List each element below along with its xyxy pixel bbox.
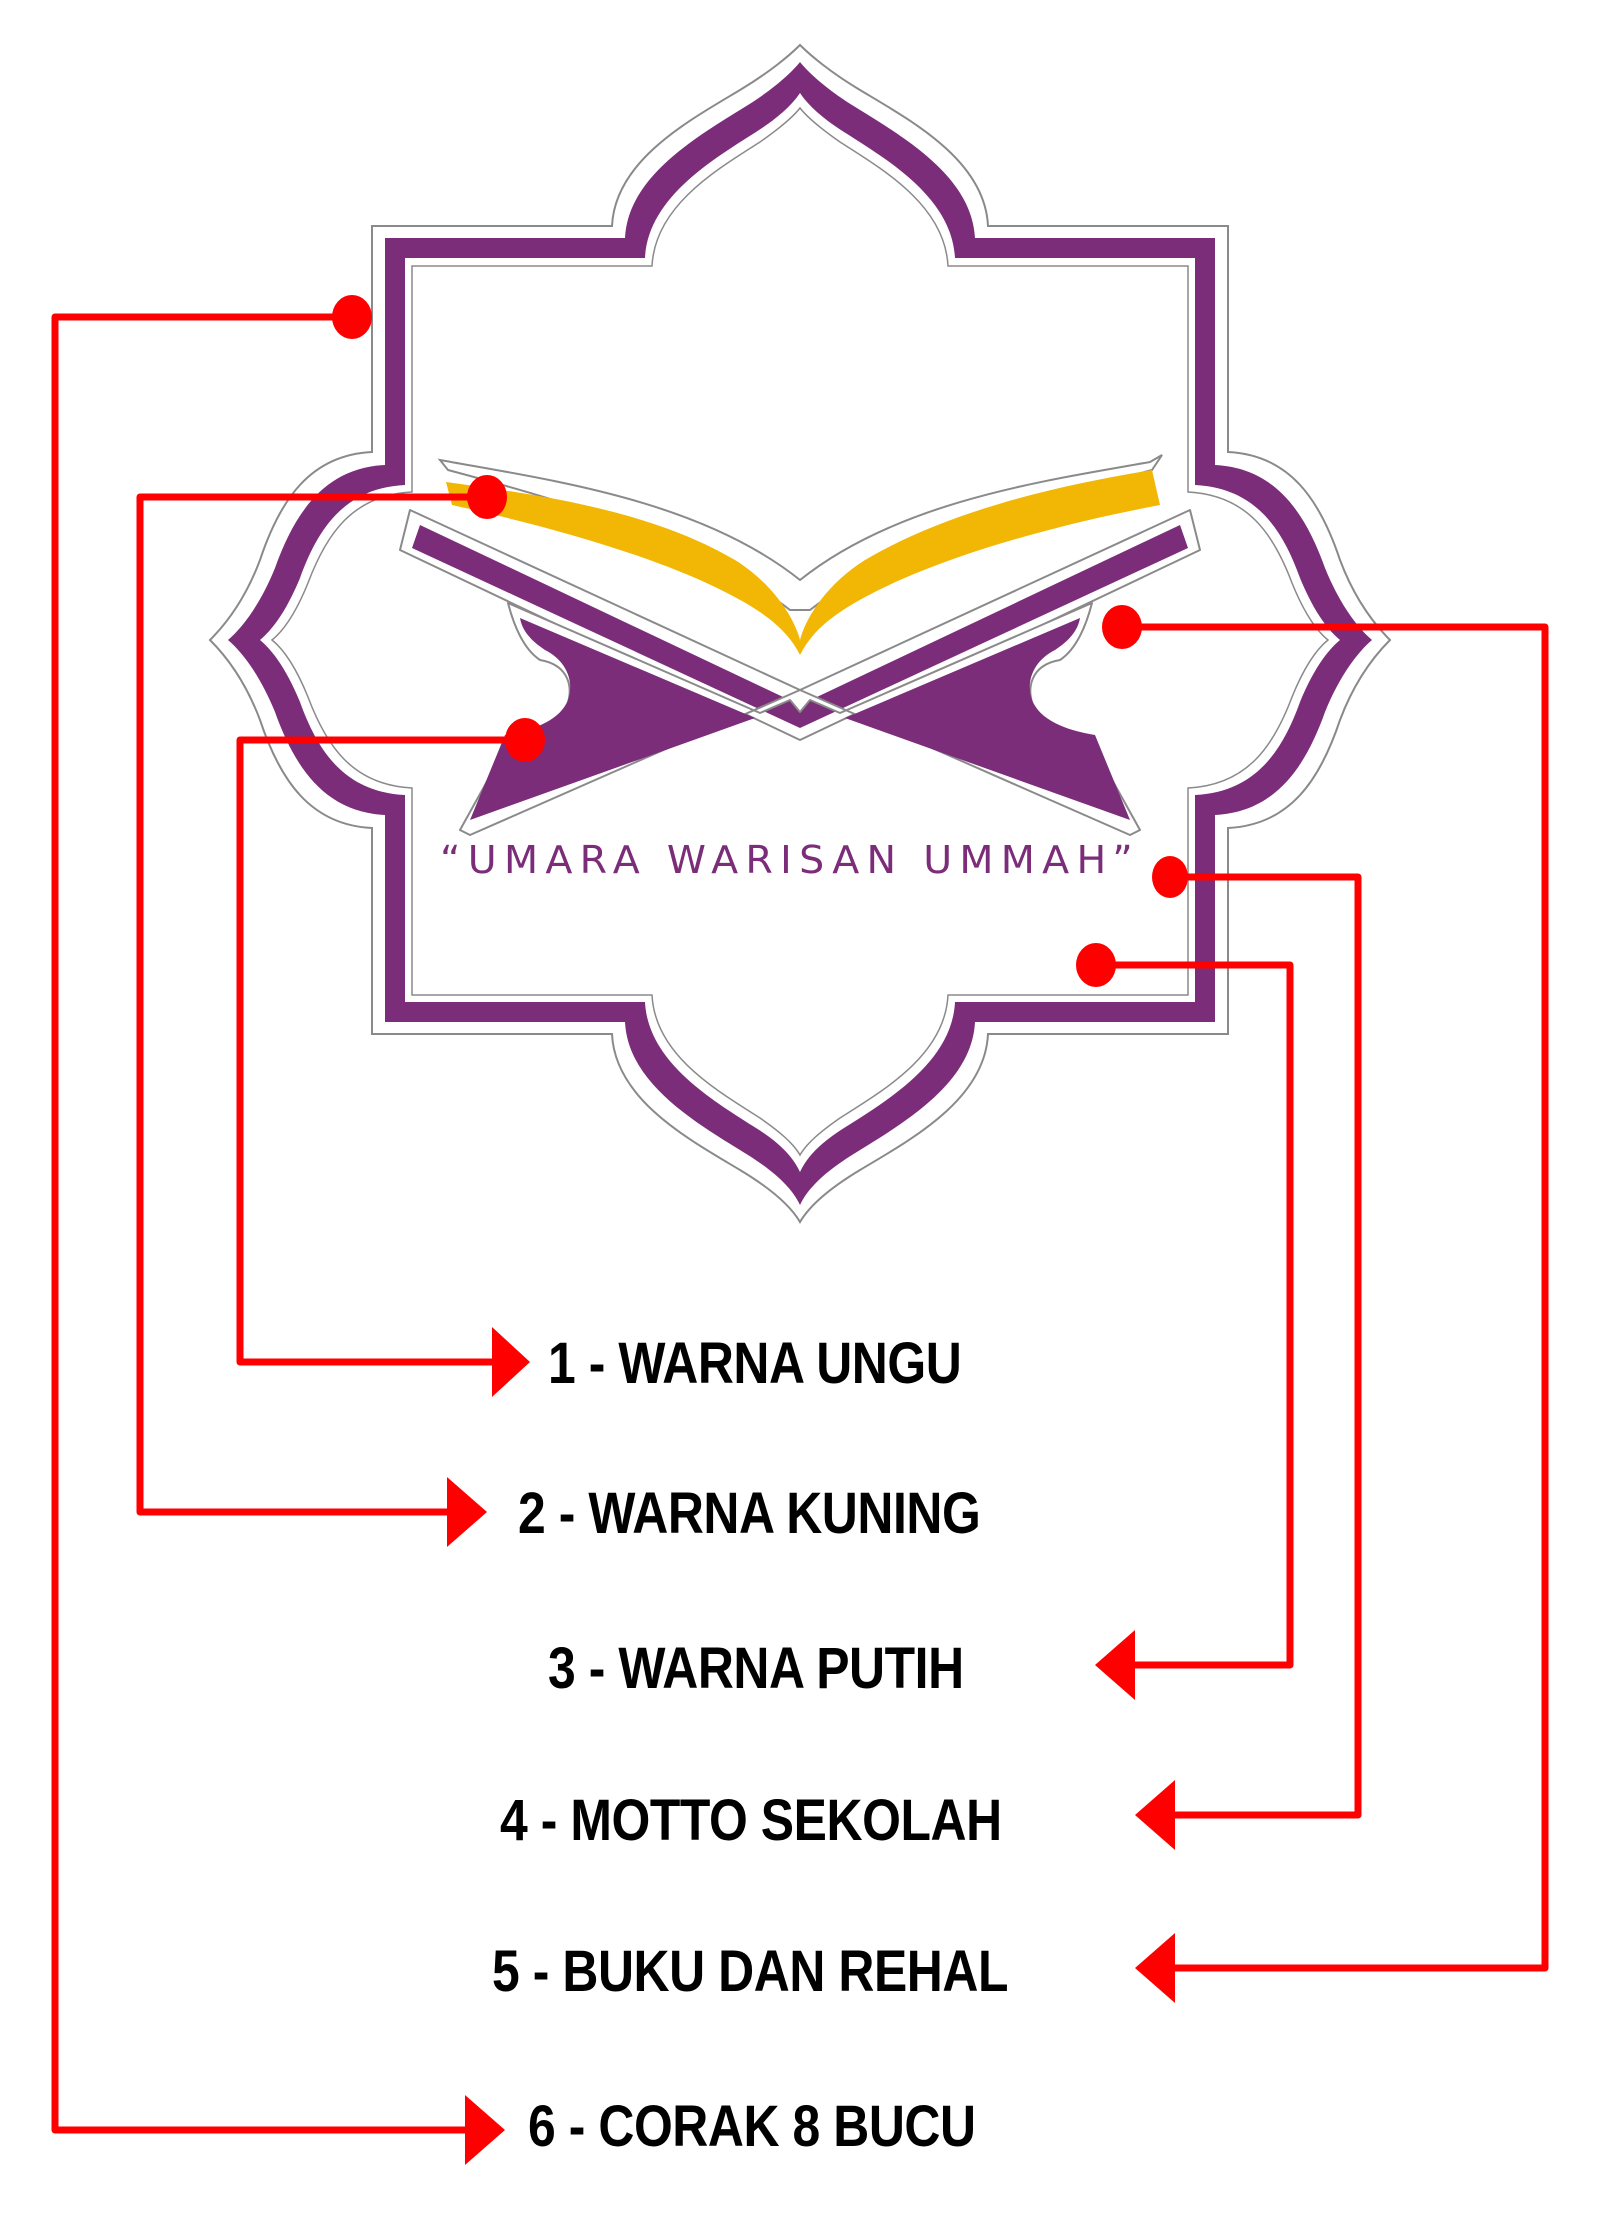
connector-1 <box>236 736 525 1366</box>
dot-1 <box>505 718 545 762</box>
connector-3 <box>1096 961 1294 1669</box>
dot-6 <box>332 295 372 339</box>
connector-5 <box>1122 623 1549 1972</box>
frame-inner-white <box>260 93 1340 1172</box>
arrowhead-1-icon <box>492 1327 530 1397</box>
legend-item-6: 6 - CORAK 8 BUCU <box>528 2094 976 2159</box>
annotation-dots <box>332 295 1188 987</box>
dot-4 <box>1152 856 1188 898</box>
school-motto: “UMARA WARISAN UMMAH” <box>440 838 1140 882</box>
legend-item-2: 2 - WARNA KUNING <box>518 1481 981 1546</box>
dot-3 <box>1076 943 1116 987</box>
legend-item-4: 4 - MOTTO SEKOLAH <box>500 1788 1002 1853</box>
legend-item-3: 3 - WARNA PUTIH <box>548 1636 964 1701</box>
arrowhead-2-icon <box>447 1477 487 1547</box>
connector-6 <box>51 313 470 2134</box>
arrowhead-3-icon <box>1095 1630 1135 1700</box>
connector-4 <box>1170 873 1362 1819</box>
dot-5 <box>1102 605 1142 649</box>
annotation-connectors <box>51 313 1549 2134</box>
arrowhead-4-icon <box>1135 1780 1175 1850</box>
book-pages-yellow <box>446 470 1160 655</box>
eight-point-frame <box>208 43 1392 1224</box>
legend-item-1: 1 - WARNA UNGU <box>548 1331 962 1396</box>
annotation-arrowheads <box>447 1327 1175 2165</box>
arrowhead-5-icon <box>1135 1933 1175 2003</box>
frame-inner-outline <box>270 106 1330 1157</box>
rehal-left-leg <box>470 618 755 820</box>
book-and-rehal <box>399 454 1201 836</box>
connector-2 <box>136 493 487 1516</box>
rehal-right-leg <box>845 618 1130 820</box>
arrowhead-6-icon <box>465 2095 505 2165</box>
dot-2 <box>467 475 507 519</box>
legend-item-5: 5 - BUKU DAN REHAL <box>492 1939 1008 2004</box>
